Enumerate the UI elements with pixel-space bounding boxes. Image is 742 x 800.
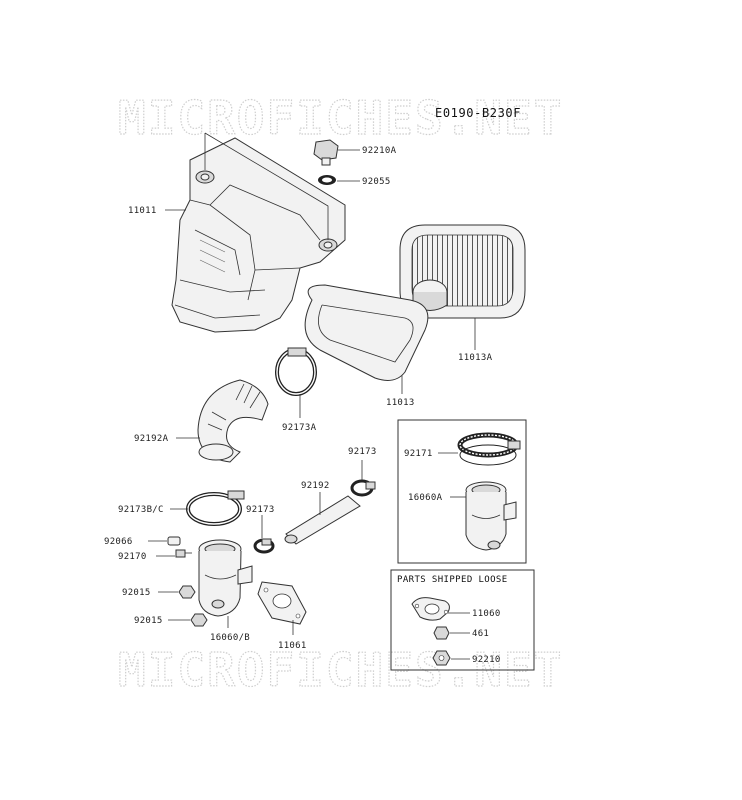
label-92173A: 92173A bbox=[282, 423, 317, 433]
gasket-11060 bbox=[411, 597, 450, 621]
clamp-92173-top bbox=[350, 479, 376, 497]
label-92015-b: 92015 bbox=[134, 616, 163, 626]
label-16060B: 16060/B bbox=[210, 633, 250, 643]
label-92210A: 92210A bbox=[362, 146, 397, 156]
clamp-92173BC bbox=[186, 490, 245, 526]
label-92173-mid: 92173 bbox=[246, 505, 275, 515]
label-11013A: 11013A bbox=[458, 353, 493, 363]
clamp-92173-mid bbox=[253, 538, 275, 554]
label-92173BC: 92173B/C bbox=[118, 505, 164, 515]
label-92173-top: 92173 bbox=[348, 447, 377, 457]
variant-box bbox=[397, 419, 527, 564]
label-461: 461 bbox=[472, 629, 489, 639]
label-11011: 11011 bbox=[128, 206, 157, 216]
label-92055: 92055 bbox=[362, 177, 391, 187]
nut-92015-a bbox=[178, 585, 196, 599]
straight-hose bbox=[284, 495, 361, 545]
label-92192: 92192 bbox=[301, 481, 330, 491]
nut-92210 bbox=[432, 650, 451, 666]
washer-92055 bbox=[318, 175, 336, 185]
parts-shipped-loose-title: PARTS SHIPPED LOOSE bbox=[397, 575, 508, 585]
nut-92210A bbox=[313, 139, 339, 166]
label-92066: 92066 bbox=[104, 537, 133, 547]
filter-element bbox=[399, 224, 526, 319]
elbow-hose bbox=[197, 379, 269, 463]
label-92171: 92171 bbox=[404, 449, 433, 459]
watermark-top: MICROFICHES.NET bbox=[118, 91, 563, 145]
label-11013: 11013 bbox=[386, 398, 415, 408]
holder-16060A bbox=[465, 481, 517, 551]
gasket-11061 bbox=[257, 581, 307, 625]
nut-92015-b bbox=[190, 613, 208, 627]
clamp-92173A bbox=[275, 347, 317, 396]
label-92192A: 92192A bbox=[134, 434, 169, 444]
label-92210: 92210 bbox=[472, 655, 501, 665]
label-11061: 11061 bbox=[278, 641, 307, 651]
washer-461 bbox=[433, 626, 450, 640]
air-cleaner-housing bbox=[171, 132, 346, 333]
clamp-92171 bbox=[457, 432, 521, 466]
label-92015-a: 92015 bbox=[122, 588, 151, 598]
label-16060A: 16060A bbox=[408, 493, 443, 503]
parts-shipped-loose-box bbox=[390, 569, 535, 671]
holder-16060B bbox=[198, 539, 253, 617]
label-92170: 92170 bbox=[118, 552, 147, 562]
label-11060: 11060 bbox=[472, 609, 501, 619]
foam-prefilter bbox=[304, 284, 429, 381]
screw-92170 bbox=[175, 549, 192, 558]
plug-92066 bbox=[167, 536, 181, 546]
diagram-code: E0190-B230F bbox=[435, 106, 521, 120]
